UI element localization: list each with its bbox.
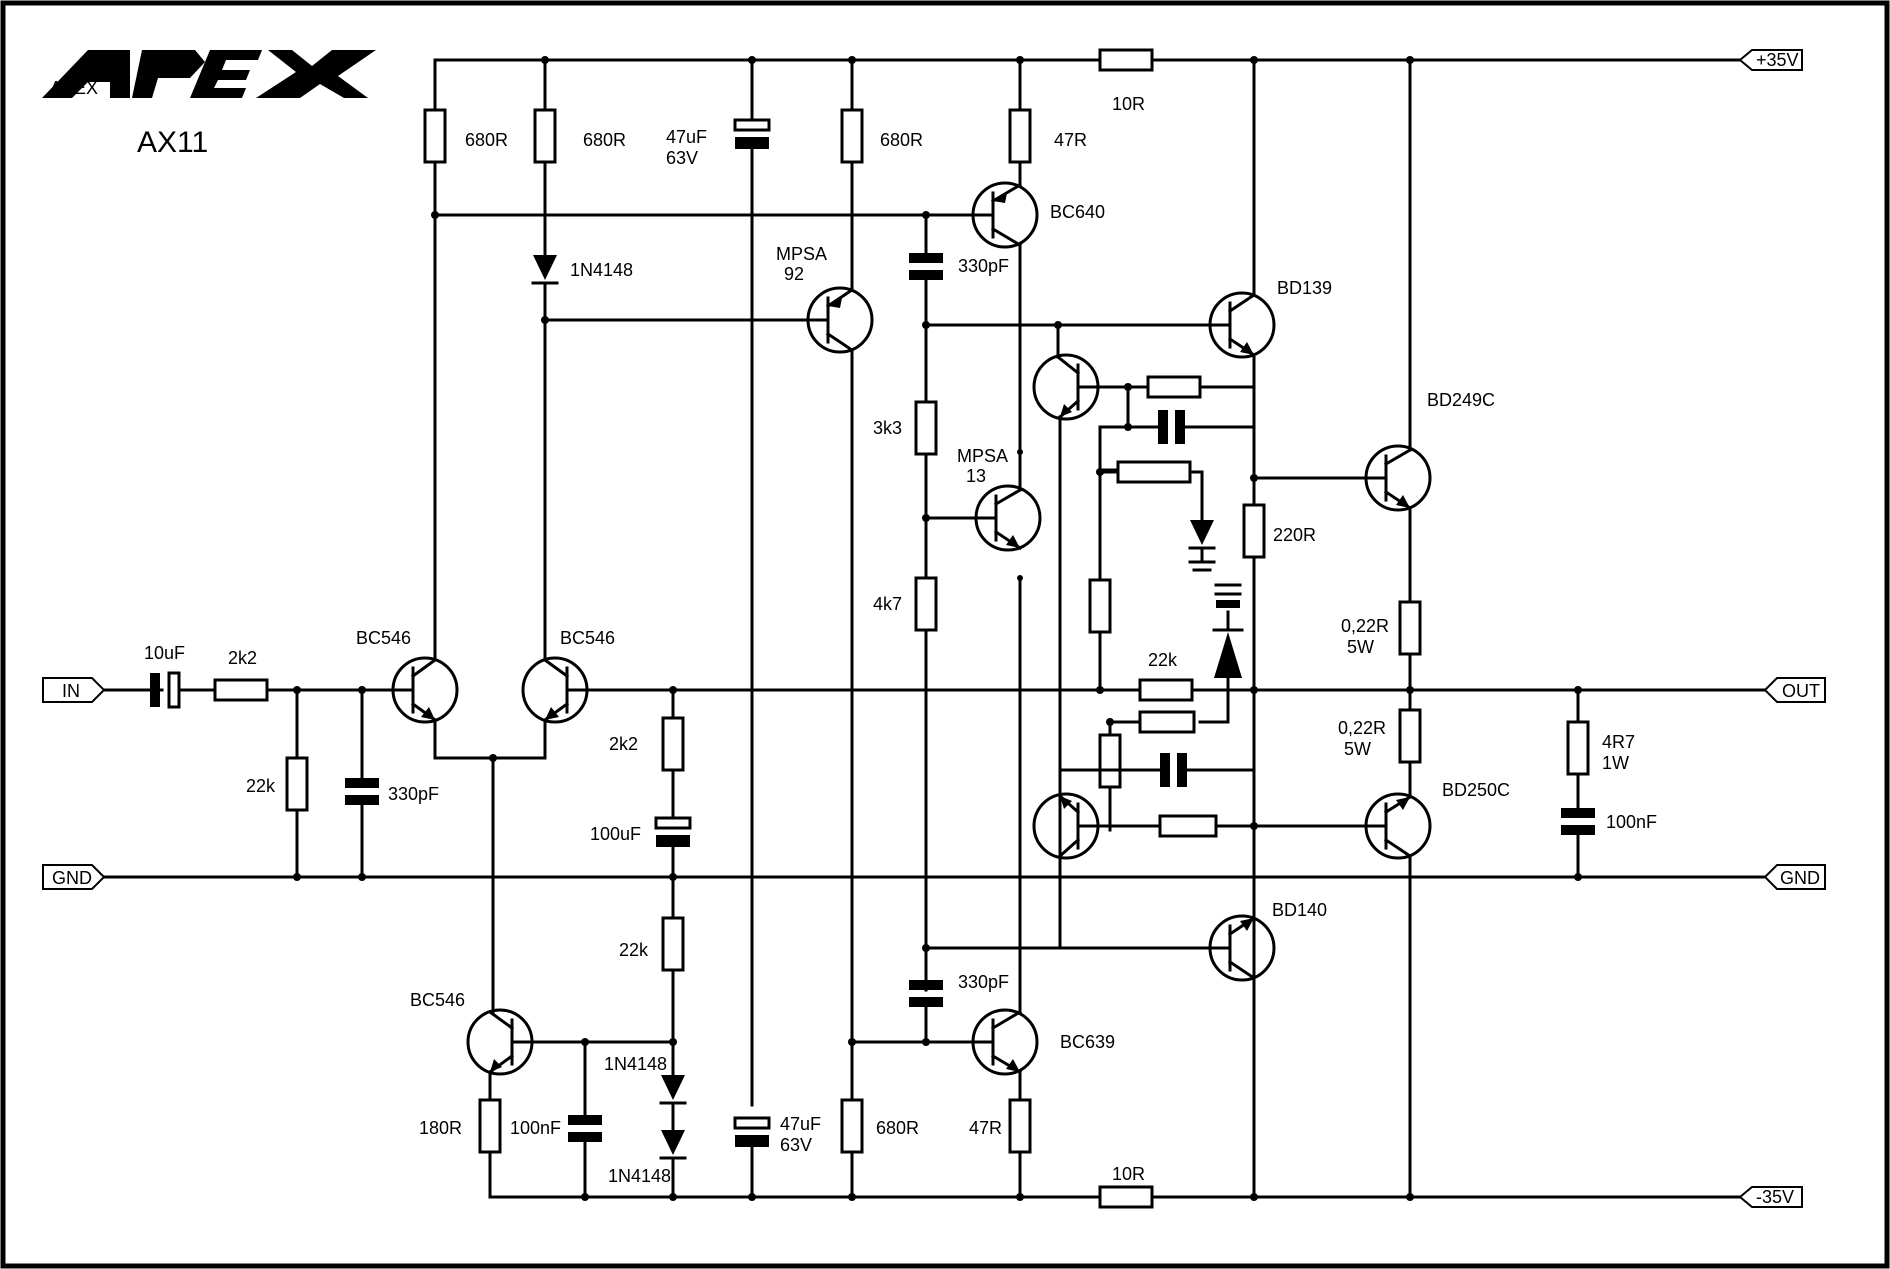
port-out: OUT — [1763, 677, 1826, 703]
svg-text:47uF: 47uF — [666, 127, 707, 147]
svg-text:220R: 220R — [1273, 525, 1316, 545]
svg-text:13: 13 — [966, 466, 986, 486]
model-title: AX11 — [137, 126, 208, 159]
svg-text:BD139: BD139 — [1277, 278, 1332, 298]
svg-text:1W: 1W — [1602, 753, 1629, 773]
d-top-label: 1N4148 — [570, 260, 633, 280]
svg-text:-35V: -35V — [1756, 1187, 1794, 1207]
feedback-network: 2k2 100uF 22k 1N4148 1N4148 — [590, 686, 692, 1201]
svg-text:47R: 47R — [1054, 130, 1087, 150]
top-left-loads: 680R 680R 1N4148 — [423, 56, 633, 324]
bd139: BD139 — [1054, 56, 1332, 1199]
logo-text: APEX — [50, 78, 98, 98]
port-in: IN — [42, 677, 106, 703]
r22k-in-label: 22k — [246, 776, 276, 796]
svg-text:BC640: BC640 — [1050, 202, 1105, 222]
vas-driver: 680R MPSA 92 — [543, 56, 923, 1042]
output-top: 10R BD249C 0,22R 5W 0,22R 5W 220R — [1098, 48, 1495, 799]
svg-text:BD250C: BD250C — [1442, 780, 1510, 800]
current-source: BC546 180R 100nF — [410, 756, 675, 1201]
port-gnd-left: GND — [42, 864, 106, 890]
svg-text:MPSA: MPSA — [776, 244, 827, 264]
input-network: 10uF 2k2 22k 330pF — [144, 643, 439, 881]
c10uF-label: 10uF — [144, 643, 185, 663]
svg-text:330pF: 330pF — [958, 256, 1009, 276]
svg-text:0,22R: 0,22R — [1338, 718, 1386, 738]
svg-text:3k3: 3k3 — [873, 418, 902, 438]
svg-text:100nF: 100nF — [510, 1118, 561, 1138]
c330-in-label: 330pF — [388, 784, 439, 804]
r680-a-label: 680R — [465, 130, 508, 150]
svg-text:63V: 63V — [666, 148, 698, 168]
svg-text:MPSA: MPSA — [957, 446, 1008, 466]
bc639-bd140: BD140 330pF BC639 47R 10R — [850, 576, 1327, 1209]
svg-text:+35V: +35V — [1756, 50, 1799, 70]
svg-text:BC546: BC546 — [410, 990, 465, 1010]
svg-text:22k: 22k — [1148, 650, 1178, 670]
svg-text:4R7: 4R7 — [1602, 732, 1635, 752]
svg-text:IN: IN — [62, 681, 80, 701]
svg-text:100nF: 100nF — [1606, 812, 1657, 832]
svg-text:1N4148: 1N4148 — [608, 1166, 671, 1186]
diff-pair: BC546 BC546 — [356, 158, 615, 762]
svg-text:10R: 10R — [1112, 1164, 1145, 1184]
apex-logo: APEX — [42, 50, 376, 98]
svg-text:GND: GND — [52, 868, 92, 888]
port-vneg: -35V — [1738, 1186, 1803, 1208]
svg-text:180R: 180R — [419, 1118, 462, 1138]
svg-text:1N4148: 1N4148 — [604, 1054, 667, 1074]
c47uF-top: 47uF 63V — [666, 56, 771, 1107]
svg-text:OUT: OUT — [1782, 681, 1820, 701]
svg-text:0,22R: 0,22R — [1341, 616, 1389, 636]
svg-text:4k7: 4k7 — [873, 594, 902, 614]
svg-text:92: 92 — [784, 264, 804, 284]
q-bc546-right-label: BC546 — [560, 628, 615, 648]
svg-text:GND: GND — [1780, 868, 1820, 888]
svg-text:63V: 63V — [780, 1135, 812, 1155]
q-bc546-left-label: BC546 — [356, 628, 411, 648]
r680-b-label: 680R — [583, 130, 626, 150]
r2k2-in-label: 2k2 — [228, 648, 257, 668]
svg-text:BC639: BC639 — [1060, 1032, 1115, 1052]
svg-text:680R: 680R — [876, 1118, 919, 1138]
bias-chain: 330pF 3k3 MPSA 13 4k7 — [873, 213, 1060, 982]
svg-text:BD249C: BD249C — [1427, 390, 1495, 410]
protection-block: 22k — [1032, 323, 1258, 950]
svg-text:100uF: 100uF — [590, 824, 641, 844]
bottom-left-supply: 47uF 63V 680R — [733, 1038, 919, 1201]
svg-text:5W: 5W — [1347, 637, 1374, 657]
svg-text:2k2: 2k2 — [609, 734, 638, 754]
svg-text:5W: 5W — [1344, 739, 1371, 759]
port-vpos: +35V — [1738, 49, 1803, 71]
svg-text:BD140: BD140 — [1272, 900, 1327, 920]
svg-text:22k: 22k — [619, 940, 649, 960]
svg-text:47R: 47R — [969, 1118, 1002, 1138]
port-gnd-right: GND — [1763, 864, 1826, 890]
output-bottom: BD250C 4R7 1W 100nF — [1252, 686, 1657, 1201]
svg-text:10R: 10R — [1112, 94, 1145, 114]
svg-text:47uF: 47uF — [780, 1114, 821, 1134]
r680-c-label: 680R — [880, 130, 923, 150]
svg-text:330pF: 330pF — [958, 972, 1009, 992]
